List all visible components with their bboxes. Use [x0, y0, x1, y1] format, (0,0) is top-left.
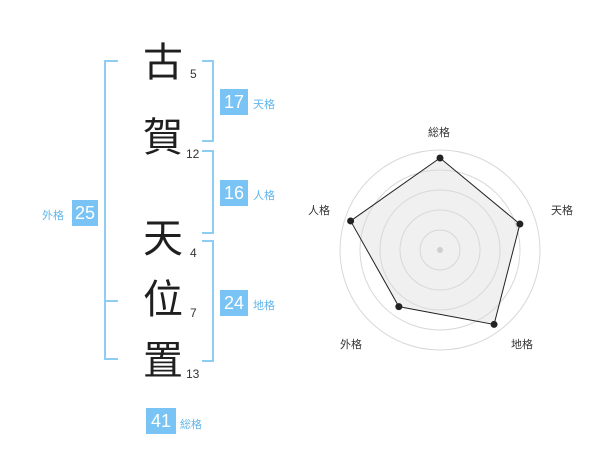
radar-data-area: [350, 158, 520, 325]
radar-center-dot: [437, 247, 443, 253]
radar-point-4: [395, 303, 403, 311]
radar-point-2: [516, 220, 524, 228]
gaikaku-bracket-upper: [104, 60, 118, 302]
given-char-1: 天: [143, 216, 183, 262]
radar-label-soukaku: 総格: [428, 126, 450, 139]
chikaku-badge: 24: [220, 290, 248, 316]
radar-label-chikaku: 地格: [511, 338, 533, 351]
radar-grid-ring-2: [399, 209, 481, 291]
radar-label-gaikaku: 外格: [340, 338, 362, 351]
surname-char-1: 古: [143, 40, 183, 86]
jinkaku-label: 人格: [253, 189, 275, 202]
tenkaku-label: 天格: [253, 98, 275, 111]
given-strokes-3: 13: [186, 367, 200, 381]
surname-strokes-2: 12: [186, 147, 200, 161]
surname-strokes-1: 5: [190, 67, 197, 81]
jinkaku-bracket: [202, 150, 214, 234]
tenkaku-bracket: [202, 60, 214, 142]
radar-label-tenkaku: 天格: [551, 204, 573, 217]
radar-grid-ring-1: [419, 229, 461, 271]
gaikaku-label: 外格: [42, 209, 64, 222]
radar-point-3: [490, 320, 498, 328]
radar-grid-ring-4: [359, 169, 521, 331]
radar-point-1: [436, 154, 444, 162]
gaikaku-badge: 25: [72, 200, 98, 226]
given-strokes-2: 7: [190, 306, 197, 320]
jinkaku-badge: 16: [220, 180, 248, 206]
soukaku-badge: 41: [146, 408, 176, 434]
given-strokes-1: 4: [190, 246, 197, 260]
radar-grid-ring-3: [379, 189, 501, 311]
radar-point-5: [347, 217, 355, 225]
radar-label-jinkaku: 人格: [308, 204, 330, 217]
gaikaku-bracket-lower: [104, 298, 118, 360]
given-char-3: 置: [143, 338, 183, 384]
soukaku-label: 総格: [180, 418, 202, 431]
tenkaku-badge: 17: [220, 89, 248, 115]
radar-data-outline: [349, 157, 521, 326]
surname-char-2: 賀: [143, 115, 183, 161]
chikaku-label: 地格: [253, 299, 275, 312]
given-char-2: 位: [143, 277, 183, 323]
chikaku-bracket: [202, 240, 214, 362]
